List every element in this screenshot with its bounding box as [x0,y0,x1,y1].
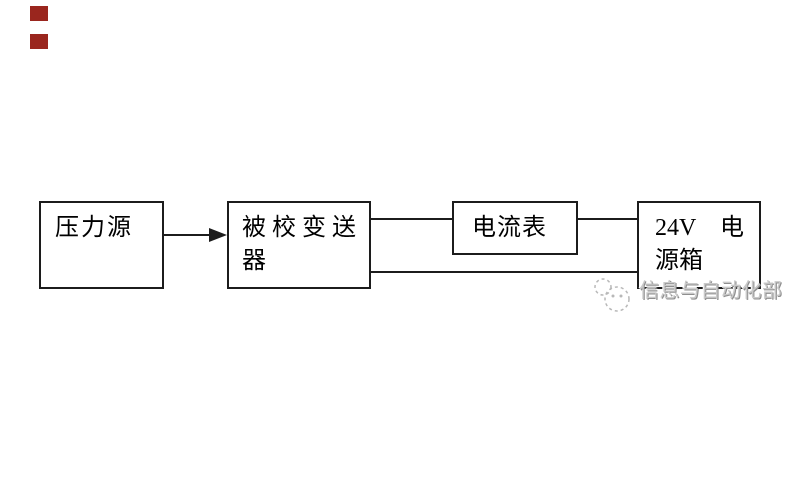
transmitter-label-line2: 器 [242,248,266,274]
sketch-circles-icon [594,278,630,312]
red-square-marker [30,34,48,49]
power-supply-voltage: 24V [655,215,697,241]
power-supply-label-line1: 24V 电 [655,215,744,241]
connector-ammeter-to-power [578,218,637,220]
transmitter-box: 被校变送 器 [227,201,371,289]
ammeter-box: 电流表 [452,201,578,255]
pressure-source-label: 压力源 [55,215,133,241]
connector-transmitter-to-ammeter [371,218,452,220]
red-square-marker [30,6,48,21]
ammeter-label: 电流表 [472,215,547,241]
flow-arrow-line [164,234,210,236]
pressure-source-box: 压力源 [39,201,164,289]
power-supply-box: 24V 电 源箱 [637,201,761,289]
power-supply-label-line2: 源箱 [655,248,703,274]
connector-transmitter-to-power-bottom [371,271,637,273]
transmitter-label-line1: 被校变送 [242,215,362,241]
power-supply-label-line1-right: 电 [720,215,744,241]
flow-arrowhead [209,228,227,242]
